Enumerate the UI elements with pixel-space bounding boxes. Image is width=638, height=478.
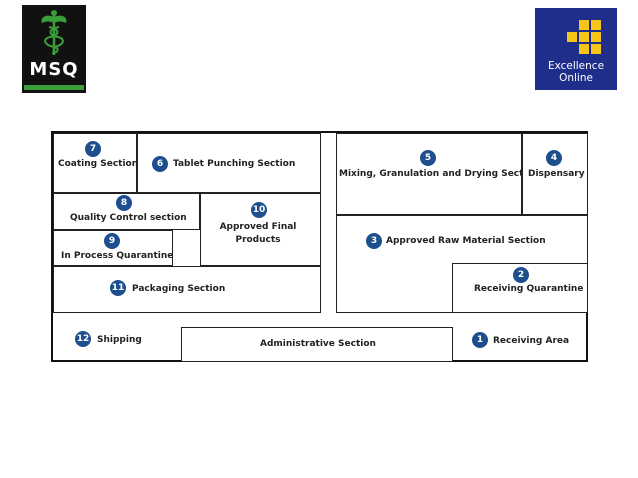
label-dispensary: Dispensary	[528, 169, 585, 179]
label-tablet-punching: Tablet Punching Section	[173, 159, 296, 169]
msq-logo: MSQ	[22, 5, 86, 93]
label-in-process-quarantine: In Process Quarantine	[61, 251, 174, 261]
label-quality-control: Quality Control section	[70, 213, 187, 223]
room-dispensary	[522, 133, 588, 215]
badge-9: 9	[104, 233, 120, 249]
label-coating: Coating Section	[58, 159, 139, 169]
label-approved-final-line2: Products	[235, 235, 281, 245]
badge-7: 7	[85, 141, 101, 157]
label-receiving-quarantine: Receiving Quarantine	[474, 284, 584, 294]
excellence-online-text: Excellence Online	[535, 60, 617, 84]
label-packaging: Packaging Section	[132, 284, 226, 294]
label-approved-final: Approved Final Products	[200, 221, 316, 247]
label-shipping: Shipping	[97, 335, 142, 345]
eo-line2: Online	[559, 72, 593, 84]
yellow-squares-icon	[567, 20, 601, 54]
label-approved-final-line1: Approved Final	[219, 222, 297, 232]
msq-logo-text: MSQ	[29, 59, 79, 80]
badge-5: 5	[420, 150, 436, 166]
badge-4: 4	[546, 150, 562, 166]
caduceus-icon	[41, 10, 67, 55]
excellence-online-logo: Excellence Online	[535, 8, 617, 90]
badge-10: 10	[251, 202, 267, 218]
label-administrative: Administrative Section	[260, 339, 376, 349]
label-approved-raw-material: Approved Raw Material Section	[386, 236, 546, 246]
badge-1: 1	[472, 332, 488, 348]
label-mixing: Mixing, Granulation and Drying Section	[339, 169, 540, 179]
badge-11: 11	[110, 280, 126, 296]
badge-12: 12	[75, 331, 91, 347]
label-receiving-area: Receiving Area	[493, 336, 570, 346]
badge-6: 6	[152, 156, 168, 172]
msq-logo-bar	[24, 85, 84, 90]
badge-3: 3	[366, 233, 382, 249]
room-approved-final	[200, 193, 321, 266]
badge-8: 8	[116, 195, 132, 211]
floor-plan: 7 Coating Section 6 Tablet Punching Sect…	[51, 131, 588, 362]
badge-2: 2	[513, 267, 529, 283]
room-mixing	[336, 133, 522, 215]
eo-line1: Excellence	[547, 60, 605, 72]
room-packaging	[53, 266, 321, 313]
room-administrative	[181, 327, 453, 362]
